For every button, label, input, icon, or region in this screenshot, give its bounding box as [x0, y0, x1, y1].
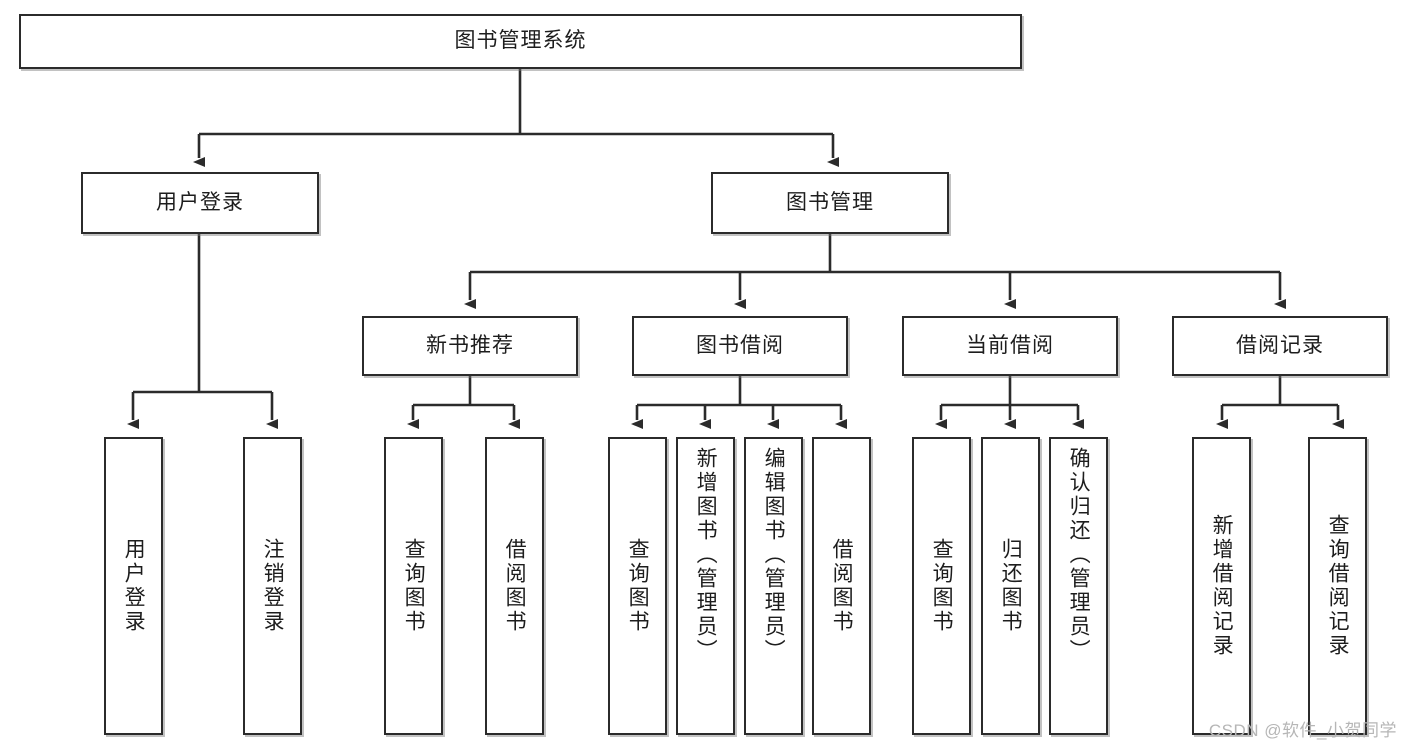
leaf-new-book-borrow-book[interactable]: 借阅图书	[485, 437, 544, 735]
leaf-borrow-record-query-record[interactable]: 查询借阅记录	[1308, 437, 1367, 735]
node-book-management[interactable]: 图书管理	[711, 172, 949, 234]
leaf-label: 编辑图书（管理员）	[762, 447, 786, 663]
leaf-book-borrow-edit-book-admin[interactable]: 编辑图书（管理员）	[744, 437, 803, 735]
leaf-label: 借阅图书	[830, 538, 854, 634]
node-label: 当前借阅	[966, 333, 1054, 357]
leaf-book-borrow-add-book-admin[interactable]: 新增图书（管理员）	[676, 437, 735, 735]
leaf-current-borrow-confirm-return-admin[interactable]: 确认归还（管理员）	[1049, 437, 1108, 735]
node-book-borrow[interactable]: 图书借阅	[632, 316, 848, 376]
leaf-label: 确认归还（管理员）	[1067, 447, 1091, 663]
leaf-label: 查询图书	[402, 538, 426, 634]
leaf-current-borrow-query-book[interactable]: 查询图书	[912, 437, 971, 735]
node-new-book-recommend[interactable]: 新书推荐	[362, 316, 578, 376]
leaf-book-borrow-query-book[interactable]: 查询图书	[608, 437, 667, 735]
leaf-label: 注销登录	[261, 538, 285, 634]
leaf-label: 借阅图书	[503, 538, 527, 634]
leaf-current-borrow-return-book[interactable]: 归还图书	[981, 437, 1040, 735]
node-current-borrow[interactable]: 当前借阅	[902, 316, 1118, 376]
leaf-label: 查询图书	[930, 538, 954, 634]
node-label: 用户登录	[156, 190, 244, 214]
leaf-label: 查询借阅记录	[1326, 514, 1350, 658]
leaf-new-book-query-book[interactable]: 查询图书	[384, 437, 443, 735]
leaf-label: 用户登录	[122, 538, 146, 634]
leaf-label: 查询图书	[626, 538, 650, 634]
node-user-login[interactable]: 用户登录	[81, 172, 319, 234]
node-root-book-management-system[interactable]: 图书管理系统	[19, 14, 1022, 69]
node-label: 图书借阅	[696, 333, 784, 357]
node-borrow-record[interactable]: 借阅记录	[1172, 316, 1388, 376]
leaf-user-login-logout[interactable]: 注销登录	[243, 437, 302, 735]
leaf-label: 归还图书	[999, 538, 1023, 634]
leaf-label: 新增图书（管理员）	[694, 447, 718, 663]
leaf-label: 新增借阅记录	[1210, 514, 1234, 658]
leaf-user-login-login[interactable]: 用户登录	[104, 437, 163, 735]
node-label: 借阅记录	[1236, 333, 1324, 357]
leaf-borrow-record-add-record[interactable]: 新增借阅记录	[1192, 437, 1251, 735]
node-label: 新书推荐	[426, 333, 514, 357]
node-label: 图书管理系统	[454, 29, 587, 53]
node-label: 图书管理	[786, 190, 874, 214]
leaf-book-borrow-borrow-book[interactable]: 借阅图书	[812, 437, 871, 735]
